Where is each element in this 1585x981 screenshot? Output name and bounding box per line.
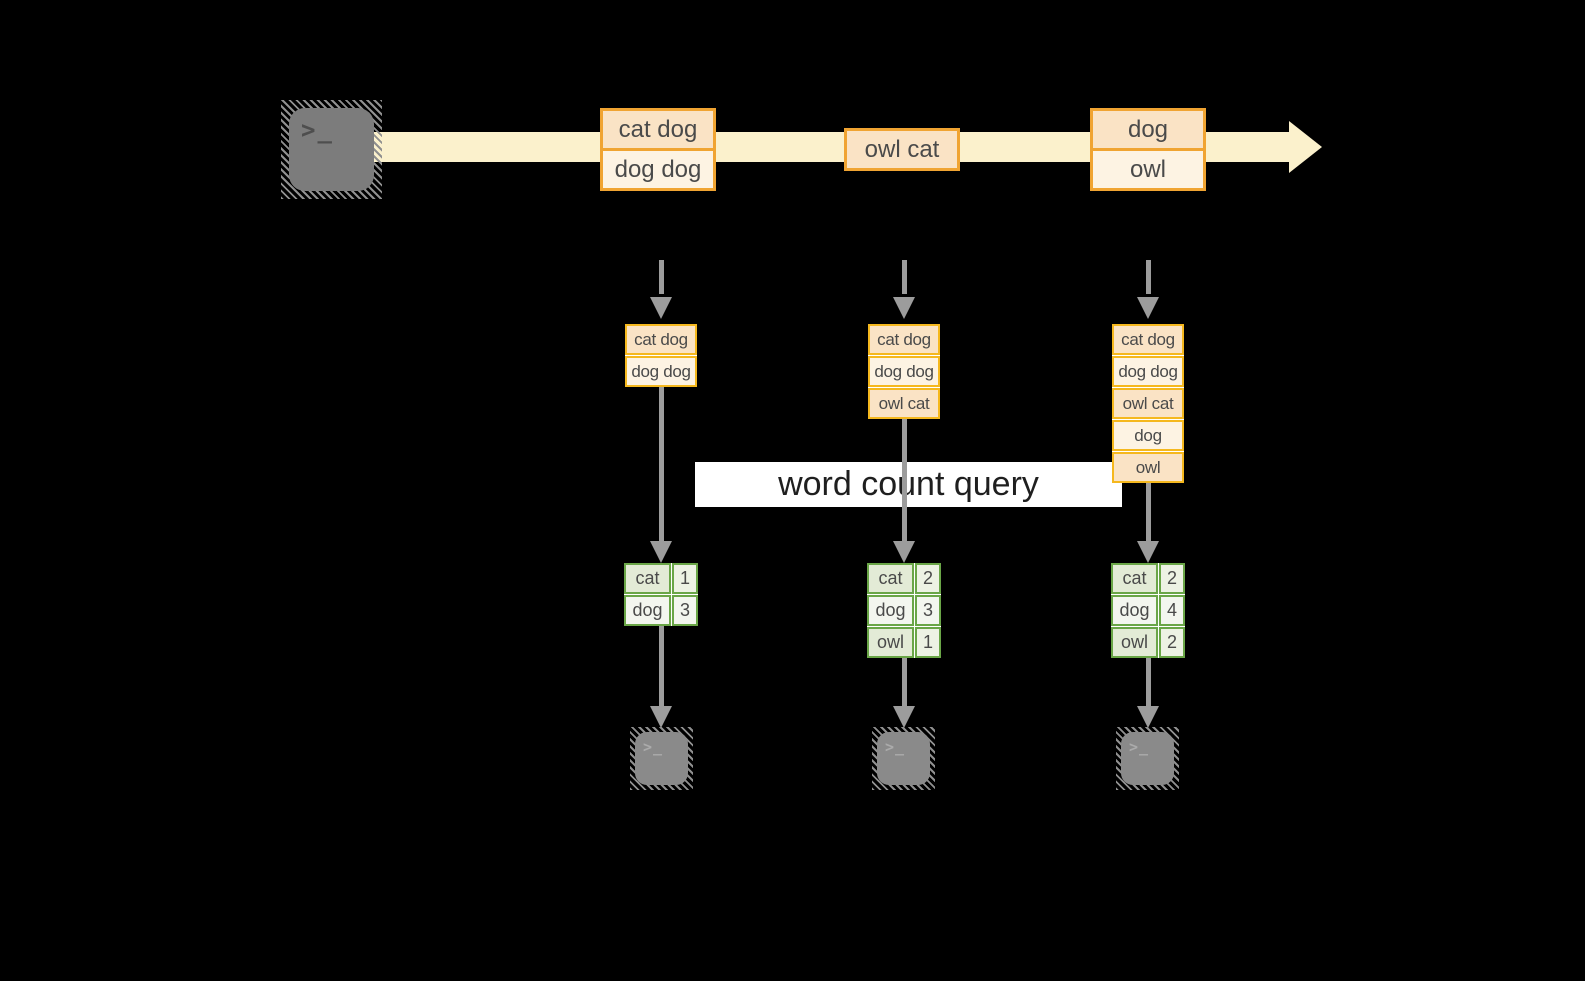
buffered-record-cell: dog dog (868, 356, 940, 387)
terminal-prompt-icon: >_ (643, 738, 664, 756)
down-arrowhead-icon (893, 297, 915, 319)
terminal-screen: >_ (1121, 732, 1174, 785)
event-text-cell: cat dog (603, 111, 713, 148)
word-cell: dog (624, 595, 671, 626)
stream-event-box-2: owl cat (844, 128, 960, 171)
output-arrow-3 (1137, 658, 1159, 728)
ingest-arrow-2 (893, 260, 915, 319)
output-arrow-2 (893, 658, 915, 728)
terminal-screen: >_ (289, 108, 374, 191)
down-arrowhead-icon (1137, 541, 1159, 563)
buffered-record-cell: dog dog (625, 356, 697, 387)
query-arrow-1 (650, 387, 672, 563)
query-banner: word count query (695, 462, 1122, 507)
count-cell: 1 (915, 627, 941, 658)
arrow-dash (901, 260, 907, 294)
down-arrowhead-icon (650, 541, 672, 563)
word-cell: dog (1111, 595, 1158, 626)
buffered-record-cell: dog (1112, 420, 1184, 451)
event-text-cell: owl (1093, 148, 1203, 188)
buffered-record-cell: cat dog (625, 324, 697, 355)
query-arrow-2 (893, 418, 915, 563)
event-text-cell: owl cat (847, 131, 957, 168)
count-cell: 2 (1159, 627, 1185, 658)
down-arrowhead-icon (1137, 297, 1159, 319)
ingest-arrow-3 (1137, 260, 1159, 319)
arrow-dash (1145, 260, 1151, 294)
down-arrowhead-icon (893, 541, 915, 563)
buffered-record-cell: owl (1112, 452, 1184, 483)
buffered-record-cell: dog dog (1112, 356, 1184, 387)
arrow-line (658, 387, 664, 541)
terminal-screen: >_ (877, 732, 930, 785)
arrow-dash (658, 260, 664, 294)
ingest-arrow-1 (650, 260, 672, 319)
down-arrowhead-icon (650, 297, 672, 319)
buffered-record-cell: owl cat (868, 388, 940, 419)
arrow-line (901, 418, 907, 541)
word-cell: cat (867, 563, 914, 594)
buffered-record-cell: cat dog (1112, 324, 1184, 355)
word-cell: cat (624, 563, 671, 594)
arrow-line (1145, 658, 1151, 706)
event-text-cell: dog (1093, 111, 1203, 148)
down-arrowhead-icon (893, 706, 915, 728)
terminal-prompt-icon: >_ (1129, 738, 1150, 756)
consumer-terminal-icon-3: >_ (1116, 727, 1179, 790)
count-cell: 1 (672, 563, 698, 594)
output-arrow-1 (650, 626, 672, 728)
word-cell: dog (867, 595, 914, 626)
buffered-record-cell: cat dog (868, 324, 940, 355)
terminal-prompt-icon: >_ (301, 116, 334, 144)
down-arrowhead-icon (1137, 706, 1159, 728)
count-cell: 2 (915, 563, 941, 594)
buffered-record-cell: owl cat (1112, 388, 1184, 419)
count-cell: 2 (1159, 563, 1185, 594)
word-cell: cat (1111, 563, 1158, 594)
word-cell: owl (1111, 627, 1158, 658)
word-cell: owl (867, 627, 914, 658)
event-text-cell: dog dog (603, 148, 713, 188)
producer-terminal-icon: >_ (281, 100, 382, 199)
stream-arrowhead-icon (1289, 121, 1322, 173)
query-arrow-3 (1137, 483, 1159, 563)
arrow-line (901, 658, 907, 706)
arrow-line (658, 626, 664, 706)
count-cell: 3 (672, 595, 698, 626)
down-arrowhead-icon (650, 706, 672, 728)
consumer-terminal-icon-1: >_ (630, 727, 693, 790)
arrow-line (1145, 483, 1151, 541)
terminal-prompt-icon: >_ (885, 738, 906, 756)
count-cell: 3 (915, 595, 941, 626)
query-banner-label: word count query (778, 465, 1039, 503)
terminal-screen: >_ (635, 732, 688, 785)
consumer-terminal-icon-2: >_ (872, 727, 935, 790)
count-cell: 4 (1159, 595, 1185, 626)
